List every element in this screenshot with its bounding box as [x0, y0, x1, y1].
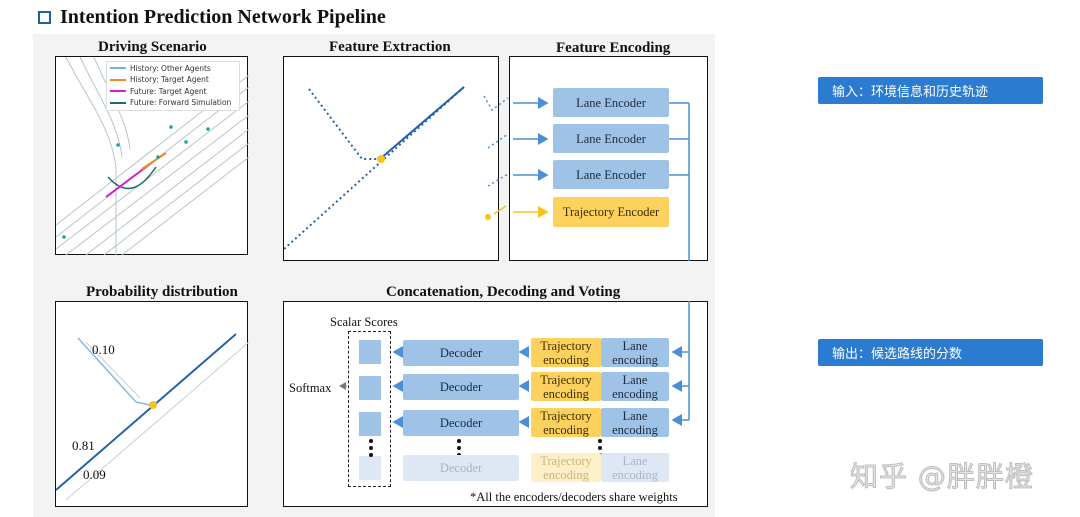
probability-label: 0.09	[83, 467, 106, 482]
probability-title: Probability distribution	[86, 284, 238, 300]
lane-encoding-box: Lane encoding	[601, 372, 669, 401]
feature-extraction-panel	[283, 56, 499, 261]
probability-label: 0.10	[92, 342, 115, 357]
extraction-to-encoding-links	[483, 95, 509, 220]
lane-encoding-box-faded: Lane encoding	[601, 453, 669, 482]
probability-panel	[55, 301, 250, 507]
lane-encoder-box: Lane Encoder	[553, 88, 669, 117]
scalar-scores-box	[348, 331, 391, 487]
legend-item: History: Other Agents	[110, 63, 239, 74]
header: Intention Prediction Network Pipeline	[38, 6, 386, 29]
lane-encoder-box: Lane Encoder	[553, 160, 669, 189]
driving-scenario-title: Driving Scenario	[98, 39, 207, 55]
feature-extraction-title: Feature Extraction	[329, 39, 451, 55]
trajectory-encoding-box: Trajectory encoding	[531, 372, 601, 401]
concat-title: Concatenation, Decoding and Voting	[386, 284, 621, 300]
trajectory-encoding-box-faded: Trajectory encoding	[531, 453, 601, 482]
scenario-legend: History: Other Agents History: Target Ag…	[106, 61, 240, 111]
score-square	[359, 376, 381, 400]
concat-arrows	[339, 301, 690, 457]
decoder-box: Decoder	[403, 374, 519, 400]
score-square	[359, 456, 381, 480]
lane-encoding-box: Lane encoding	[601, 408, 669, 437]
feature-encoding-title: Feature Encoding	[556, 40, 671, 56]
legend-item: Future: Forward Simulation	[110, 97, 239, 108]
output-callout: 输出：候选路线的分数	[818, 339, 1043, 366]
lane-encoder-box: Lane Encoder	[553, 124, 669, 153]
trajectory-encoding-box: Trajectory encoding	[531, 338, 601, 367]
lane-encoding-box: Lane encoding	[601, 338, 669, 367]
input-callout: 输入：环境信息和历史轨迹	[818, 77, 1043, 104]
page-title: Intention Prediction Network Pipeline	[60, 6, 386, 28]
encoding-arrows	[513, 97, 690, 261]
probability-graph	[55, 333, 250, 501]
softmax-label: Softmax	[289, 381, 332, 395]
score-square	[359, 412, 381, 436]
scalar-scores-label: Scalar Scores	[330, 315, 398, 329]
legend-item: Future: Target Agent	[110, 86, 239, 97]
checkbox-square-icon	[38, 11, 51, 24]
decoder-box-faded: Decoder	[403, 455, 519, 481]
watermark: 知乎 @胖胖橙	[850, 460, 1034, 494]
footnote: *All the encoders/decoders share weights	[470, 490, 678, 504]
decoder-box: Decoder	[403, 340, 519, 366]
decoder-box: Decoder	[403, 410, 519, 436]
trajectory-encoding-box: Trajectory encoding	[531, 408, 601, 437]
trajectory-encoder-box: Trajectory Encoder	[553, 197, 669, 227]
driving-scenario-map	[55, 56, 250, 256]
legend-item: History: Target Agent	[110, 74, 239, 85]
probability-label: 0.81	[72, 438, 95, 453]
score-square	[359, 340, 381, 364]
feature-extraction-graph	[283, 86, 465, 250]
